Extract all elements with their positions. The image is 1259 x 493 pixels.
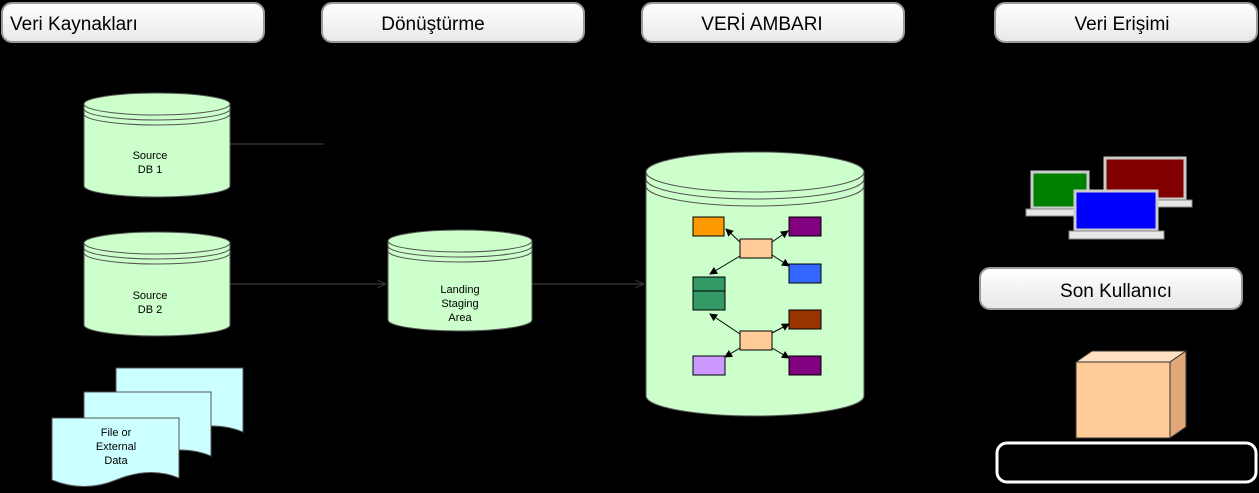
staging-label-line2: Staging [441,298,478,310]
db1-label-line1: Source [133,150,168,162]
schema-box-purple-bottom [788,355,822,376]
header-warehouse-label: VERİ AMBARI [701,14,822,35]
schema-box-blue [788,263,822,284]
header-veri-erisimi: Veri Erişimi [994,2,1258,43]
header-son-kullanici: Son Kullanıcı [979,267,1243,310]
schema-link [771,230,789,243]
bottom-rounded-bar [995,441,1258,484]
file-label-line3: Data [104,455,128,467]
schema-link [771,323,790,334]
staging-cylinder: Landing Staging Area [387,229,533,332]
staging-label-line1: Landing [440,284,479,296]
file-external-data-stack: File or External Data [51,367,244,487]
header-end-user-label: Son Kullanıcı [1060,281,1172,302]
schema-link [771,347,790,359]
schema-link [724,347,741,358]
monitor-blue-screen [1073,189,1159,232]
schema-link [725,228,741,243]
schema-link [709,313,741,335]
header-transform-label: Dönüştürme [381,14,485,35]
header-veri-kaynaklari: Veri Kaynakları [1,2,265,43]
db2-label-line1: Source [133,290,168,302]
staging-label-line3: Area [448,312,472,324]
header-access-label: Veri Erişimi [1074,14,1169,35]
header-sources-label: Veri Kaynakları [10,14,138,35]
schema-box-purple-top [788,216,822,237]
monitor-blue-base [1068,230,1165,240]
file-label-line1: File or [101,427,132,439]
header-veri-ambari: VERİ AMBARI [641,2,905,43]
schema-fact-bottom [739,330,773,351]
schema-box-orange [692,216,725,237]
schema-box-brown [788,309,822,330]
warehouse-cylinder [645,151,865,417]
warehouse-schema [692,216,822,376]
db1-label-line2: DB 1 [138,164,162,176]
schema-link [709,255,741,275]
computer-blue [1068,189,1165,240]
schema-fact-top [739,238,773,259]
schema-central-table [692,276,726,311]
schema-link [771,254,790,267]
end-user-cube-icon [1074,350,1188,439]
file-label-line2: External [96,441,136,453]
source-db2-cylinder: Source DB 2 [83,231,231,337]
source-db1-cylinder: Source DB 1 [83,92,231,198]
schema-box-lavender [692,355,726,376]
db2-label-line2: DB 2 [138,304,162,316]
header-donusturme: Dönüştürme [321,2,585,43]
